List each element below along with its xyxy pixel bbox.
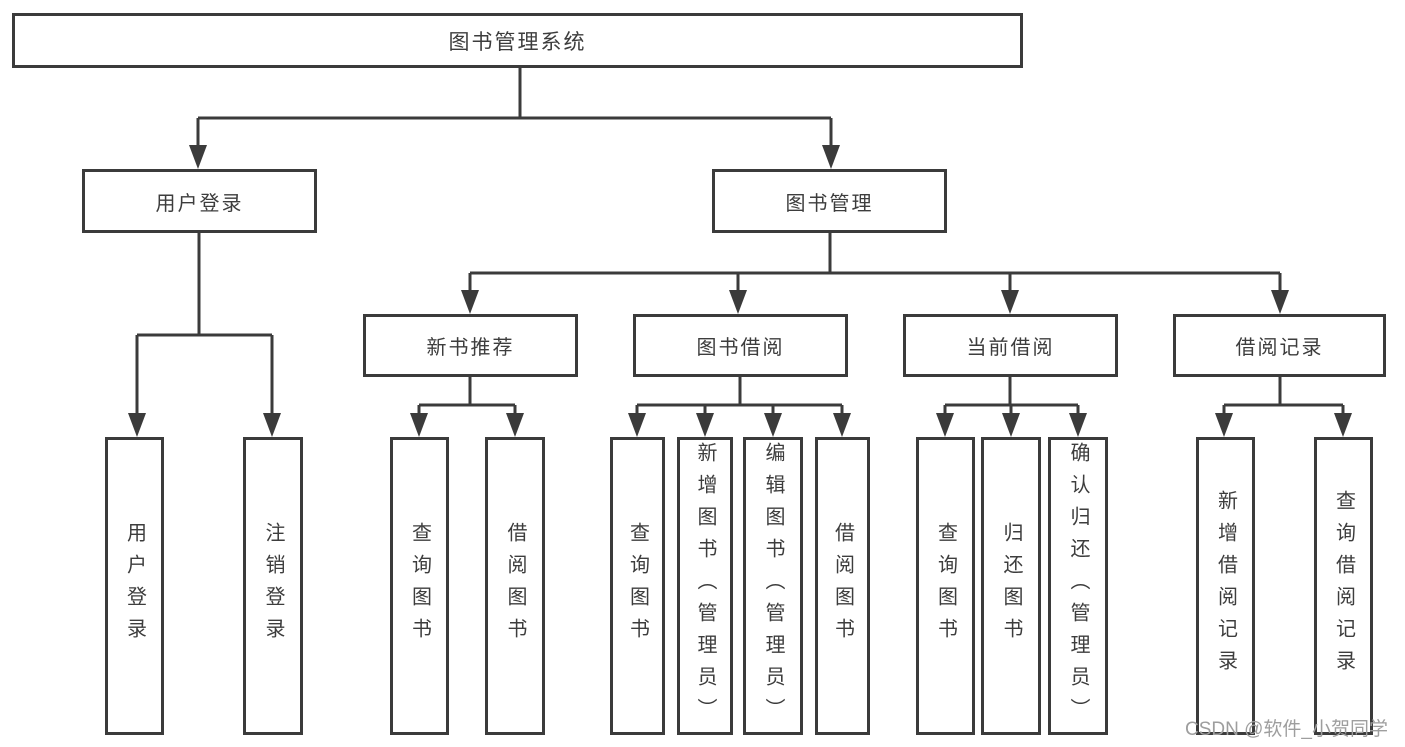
node-book-mgmt: 图书管理 [712,169,947,233]
node-book-borrow-label: 图书借阅 [696,337,785,359]
leaf-cb-return-books-label: 归还图书 [1000,522,1022,650]
arrowhead-new-book-rec [461,290,479,314]
arrowhead-br-query [1334,413,1352,437]
leaf-nbr-query-books: 查询图书 [390,437,449,735]
arrowhead-bb-add [696,413,714,437]
leaf-nbr-query-books-label: 查询图书 [408,522,431,650]
arrowhead-cb-return [1002,413,1020,437]
node-new-book-rec: 新书推荐 [363,314,578,377]
leaf-cb-confirm-return-admin: 确认归还（管理员） [1048,437,1108,735]
leaf-cb-query-books-label: 查询图书 [934,522,957,650]
arrowhead-bb-query [628,413,646,437]
leaf-user-login: 用户登录 [105,437,164,735]
leaf-cb-query-books: 查询图书 [916,437,975,735]
node-borrow-record-label: 借阅记录 [1235,337,1324,359]
arrowhead-book-borrow [729,290,747,314]
connector-user-login-children [135,233,274,418]
connector-current-borrow-children [943,377,1080,418]
leaf-br-add-record-label: 新增借阅记录 [1214,490,1237,682]
connector-root-to-level2 [196,68,833,150]
node-new-book-rec-label: 新书推荐 [426,337,515,359]
leaf-bb-borrow-books-label: 借阅图书 [831,522,854,650]
node-book-borrow: 图书借阅 [633,314,848,377]
node-root-system: 图书管理系统 [12,13,1023,68]
leaf-br-add-record: 新增借阅记录 [1196,437,1255,735]
leaf-bb-query-books: 查询图书 [610,437,665,735]
arrowhead-cb-query [936,413,954,437]
arrowhead-current-borrow [1001,290,1019,314]
arrowhead-user-login [189,145,207,169]
leaf-logout: 注销登录 [243,437,303,735]
arrowhead-nbr-borrow [506,413,524,437]
csdn-watermark: CSDN @软件_小贺同学 [1185,719,1388,740]
leaf-user-login-label: 用户登录 [123,522,146,650]
leaf-cb-return-books: 归还图书 [981,437,1041,735]
node-user-login-label: 用户登录 [155,192,244,215]
node-user-login: 用户登录 [82,169,317,233]
arrowhead-cb-confirm [1069,413,1087,437]
leaf-br-query-record: 查询借阅记录 [1314,437,1373,735]
node-borrow-record: 借阅记录 [1173,314,1386,377]
leaf-bb-add-books-admin: 新增图书（管理员） [677,437,733,735]
leaf-nbr-borrow-books: 借阅图书 [485,437,545,735]
arrowhead-borrow-record [1271,290,1289,314]
node-current-borrow-label: 当前借阅 [966,337,1055,359]
connector-new-book-rec-children [417,377,517,418]
arrowhead-leaf-logout [263,413,281,437]
leaf-bb-add-books-admin-label: 新增图书（管理员） [694,442,716,730]
leaf-br-query-record-label: 查询借阅记录 [1332,490,1355,682]
arrowhead-bb-edit [764,413,782,437]
leaf-bb-edit-books-admin-label: 编辑图书（管理员） [762,442,784,730]
leaf-nbr-borrow-books-label: 借阅图书 [504,522,526,650]
arrowhead-book-mgmt [822,145,840,169]
connector-book-mgmt-children [468,233,1282,295]
connector-borrow-record-children [1222,377,1345,418]
leaf-bb-edit-books-admin: 编辑图书（管理员） [743,437,803,735]
leaf-cb-confirm-return-admin-label: 确认归还（管理员） [1067,442,1089,730]
leaf-bb-query-books-label: 查询图书 [626,522,649,650]
leaf-logout-label: 注销登录 [262,522,284,650]
connector-book-borrow-children [635,377,844,418]
arrowhead-leaf-login [128,413,146,437]
arrowhead-br-add [1215,413,1233,437]
arrowhead-bb-borrow [833,413,851,437]
node-current-borrow: 当前借阅 [903,314,1118,377]
leaf-bb-borrow-books: 借阅图书 [815,437,870,735]
node-book-mgmt-label: 图书管理 [785,192,874,215]
node-root-system-label: 图书管理系统 [448,30,587,54]
arrowhead-nbr-query [410,413,428,437]
